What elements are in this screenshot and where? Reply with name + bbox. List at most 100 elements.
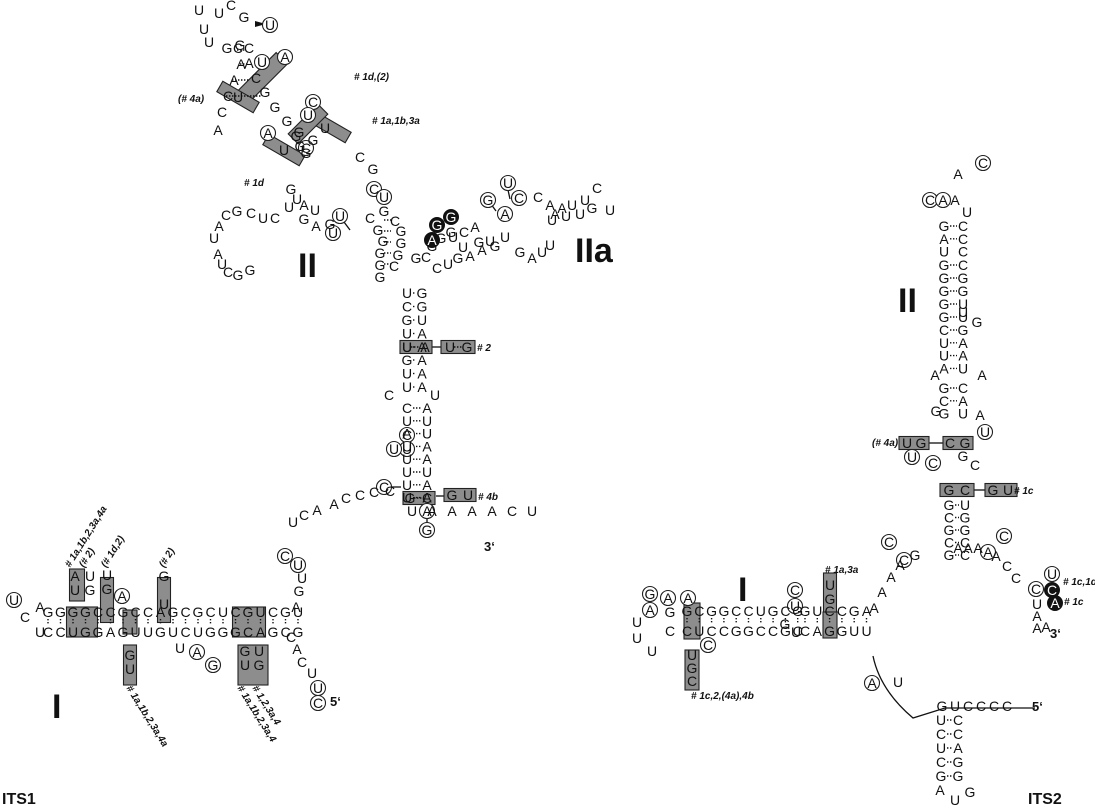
circled-nucleotide-icon: [418, 521, 436, 539]
circled-nucleotide-icon: [385, 440, 403, 458]
circled-nucleotide-icon: [375, 188, 393, 206]
circled-nucleotide-icon: [1043, 565, 1061, 583]
its1-apex: A: [236, 56, 246, 72]
its1-side: G: [447, 487, 458, 503]
its1-stem-left: U: [402, 326, 412, 342]
its2-loop: G: [910, 547, 921, 563]
its2-side: C: [960, 482, 970, 498]
its2-panel-label: ITS2: [1028, 791, 1062, 808]
its1-stem-left: A: [402, 426, 412, 442]
its1-I-top: G: [80, 604, 91, 620]
its2-stem-right: A: [958, 348, 968, 364]
its2-side: U: [1003, 482, 1013, 498]
circled-nucleotide: U: [293, 557, 303, 573]
circled-nucleotide-icon: [641, 585, 659, 603]
its1-IIa: A: [550, 206, 560, 222]
its1-I-bottom: C: [43, 624, 53, 640]
backbone-line: [343, 221, 351, 231]
its2-I-bottom: C: [800, 623, 810, 639]
its1-stem-left: U: [402, 451, 412, 467]
circled-nucleotide: A: [500, 206, 510, 222]
its1-panel-label: ITS1: [2, 791, 36, 808]
its2-side: U: [902, 435, 912, 451]
its2-side: C: [945, 435, 955, 451]
its1-I-bottom: G: [268, 624, 279, 640]
circled-nucleotide-icon: [679, 589, 697, 607]
its2-loop: A: [886, 569, 896, 585]
its2-stem-left: G: [939, 406, 950, 422]
nucleotide-change-markers: [5, 16, 1063, 712]
its2-5prime-tail: C: [1002, 698, 1012, 714]
its2-side: U: [687, 647, 697, 663]
its1-IIL: C: [270, 210, 280, 226]
its1-IIa: C: [533, 189, 543, 205]
its1-3prime-tail: A: [467, 503, 477, 519]
its1-IIa: G: [453, 250, 464, 266]
its1-IIL: C: [246, 205, 256, 221]
its2-stem-left: U: [939, 348, 949, 364]
circled-nucleotide-icon: [659, 589, 677, 607]
its2-stem-right: A: [958, 335, 968, 351]
its1-3prime-tail: A: [427, 503, 437, 519]
its2-side: G: [825, 591, 836, 607]
its1-IIa: C: [432, 260, 442, 276]
its1-stem-left: U: [402, 285, 412, 301]
circled-nucleotide: C: [999, 528, 1009, 544]
its1-I-top: C: [105, 604, 115, 620]
its2-stem-right: G: [958, 283, 969, 299]
its1-I-top: G: [193, 604, 204, 620]
its1-IIa: G: [411, 250, 422, 266]
its2-stem-right: U: [958, 360, 968, 376]
circled-nucleotide: C: [925, 192, 935, 208]
its2-I-top: G: [849, 603, 860, 619]
its1-apex: G: [291, 128, 302, 144]
its2-I-top: C: [825, 603, 835, 619]
its1-IIL: G: [232, 203, 243, 219]
its1-I-side: G: [85, 582, 96, 598]
filled-nucleotide: A: [427, 232, 437, 248]
circled-nucleotide: A: [117, 588, 127, 604]
its1-I-loop: U: [35, 624, 45, 640]
its2-5prime-label: 5‘: [1032, 699, 1043, 714]
its1-annot-i-c: (# 1d,2): [99, 534, 127, 570]
its1-stem-right: A: [417, 339, 427, 355]
its2-stem-left: C: [939, 322, 949, 338]
circled-nucleotide: U: [1047, 566, 1057, 582]
its2-bottom-left: U: [936, 740, 946, 756]
its1-apex: G: [222, 40, 233, 56]
its2-I-bottom: G: [824, 623, 835, 639]
its2-loop: A: [869, 600, 879, 616]
compensatory-change-boxes: [65, 51, 1018, 691]
its1-IIa: U: [561, 208, 571, 224]
its2-I-top: G: [682, 603, 693, 619]
its1-apex: G: [295, 138, 306, 154]
its1-apex: U: [233, 89, 243, 105]
its1-annot-1d2: # 1d,(2): [354, 72, 390, 83]
circled-nucleotide: C: [884, 534, 894, 550]
its1-stem-right: A: [422, 438, 432, 454]
its1-stem-right: A: [417, 379, 427, 395]
its1-IIa: U: [575, 206, 585, 222]
its1-IIL: U: [217, 256, 227, 272]
its1-loop: U: [204, 34, 214, 50]
its2-stem-right: G: [960, 510, 971, 526]
circled-nucleotide-icon: [276, 547, 294, 565]
its1-IIL: G: [368, 161, 379, 177]
its1-bulge: U: [430, 387, 440, 403]
its1-apex: G: [270, 99, 281, 115]
circled-nucleotide: A: [663, 590, 673, 606]
its2-5prime-tail: G: [937, 698, 948, 714]
its1-IIa: C: [459, 224, 469, 240]
circled-nucleotide: A: [983, 544, 993, 560]
its2-I-top: C: [694, 603, 704, 619]
circled-nucleotide: U: [503, 175, 513, 191]
its1-stem-left: G: [402, 312, 413, 328]
circled-nucleotide-icon: [699, 636, 717, 654]
its1-3prime-tail: A: [447, 503, 457, 519]
its1-stem-right: G: [417, 285, 428, 301]
circled-nucleotide: A: [683, 590, 693, 606]
its1-stem-right: A: [422, 451, 432, 467]
its2-annot-1c1d: # 1c,1d: [1063, 577, 1095, 588]
its1-I-top: C: [205, 604, 215, 620]
